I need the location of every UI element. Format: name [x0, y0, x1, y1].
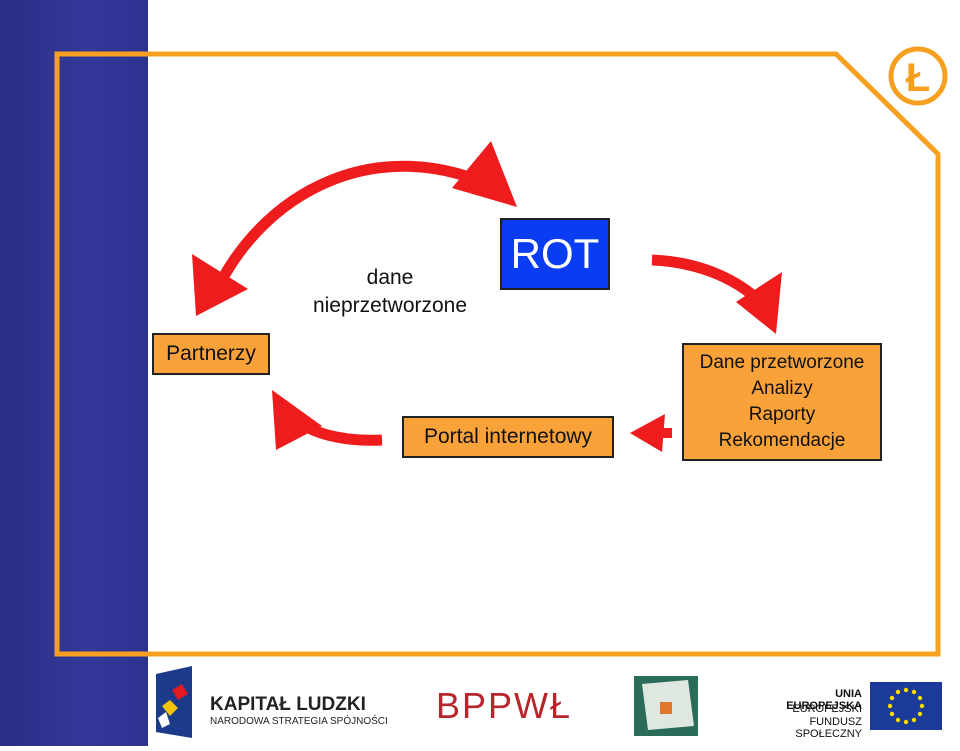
- footer-logo-graphics: BPPWŁ: [156, 666, 942, 738]
- arrowhead-portal-to-partners: [272, 390, 322, 450]
- eu-line2: EUROPEJSKI: [792, 703, 862, 715]
- rot-label: ROT: [510, 230, 600, 277]
- kapital-ludzki-title: KAPITAŁ LUDZKI: [210, 694, 366, 715]
- bppwl-logo-icon: BPPWŁ: [436, 685, 572, 726]
- raw-data-label-line2: nieprzetworzone: [312, 294, 468, 317]
- processed-line: Raporty: [748, 404, 816, 425]
- partners-box: Partnerzy: [152, 333, 270, 375]
- partners-label: Partnerzy: [166, 342, 256, 365]
- region-map-logo-icon: [634, 676, 698, 736]
- eu-flag-icon: [870, 682, 942, 730]
- arrowhead-to-rot: [452, 141, 517, 207]
- left-sidebar-band: [0, 0, 148, 746]
- footer-logos: BPPWŁ KAPITAŁ LUDZKI NARODOWA STRATEGIA …: [148, 660, 960, 746]
- portal-label: Portal internetowy: [423, 425, 593, 448]
- processed-line: Dane przetworzone: [699, 352, 865, 373]
- processed-line: Rekomendacje: [718, 430, 846, 451]
- arrowhead-to-processed: [736, 272, 782, 334]
- eu-line1: UNIA EUROPEJSKA: [786, 688, 862, 712]
- rot-box: ROT: [500, 218, 610, 290]
- arrowhead-to-portal: [630, 414, 665, 452]
- arrow-partners-rot-arc: [206, 160, 503, 303]
- processed-line: Analizy: [751, 378, 813, 399]
- raw-data-label-line1: dane: [366, 266, 414, 289]
- slide-frame: [54, 51, 941, 657]
- processed-data-box: Dane przetworzone Analizy Raporty Rekome…: [682, 343, 882, 461]
- kapital-ludzki-subtitle: NARODOWA STRATEGIA SPÓJNOŚCI: [210, 716, 388, 727]
- svg-text:BPPWŁ: BPPWŁ: [436, 685, 572, 726]
- l-letter-logo-glyph: Ł: [906, 56, 930, 100]
- portal-box: Portal internetowy: [402, 416, 614, 458]
- eu-line3: FUNDUSZ SPOŁECZNY: [795, 716, 862, 740]
- arrowhead-to-partners: [192, 254, 248, 316]
- l-letter-logo-icon: [888, 46, 948, 106]
- kapital-ludzki-logo-icon: [156, 666, 192, 738]
- raw-data-label: dane nieprzetworzone: [290, 264, 490, 320]
